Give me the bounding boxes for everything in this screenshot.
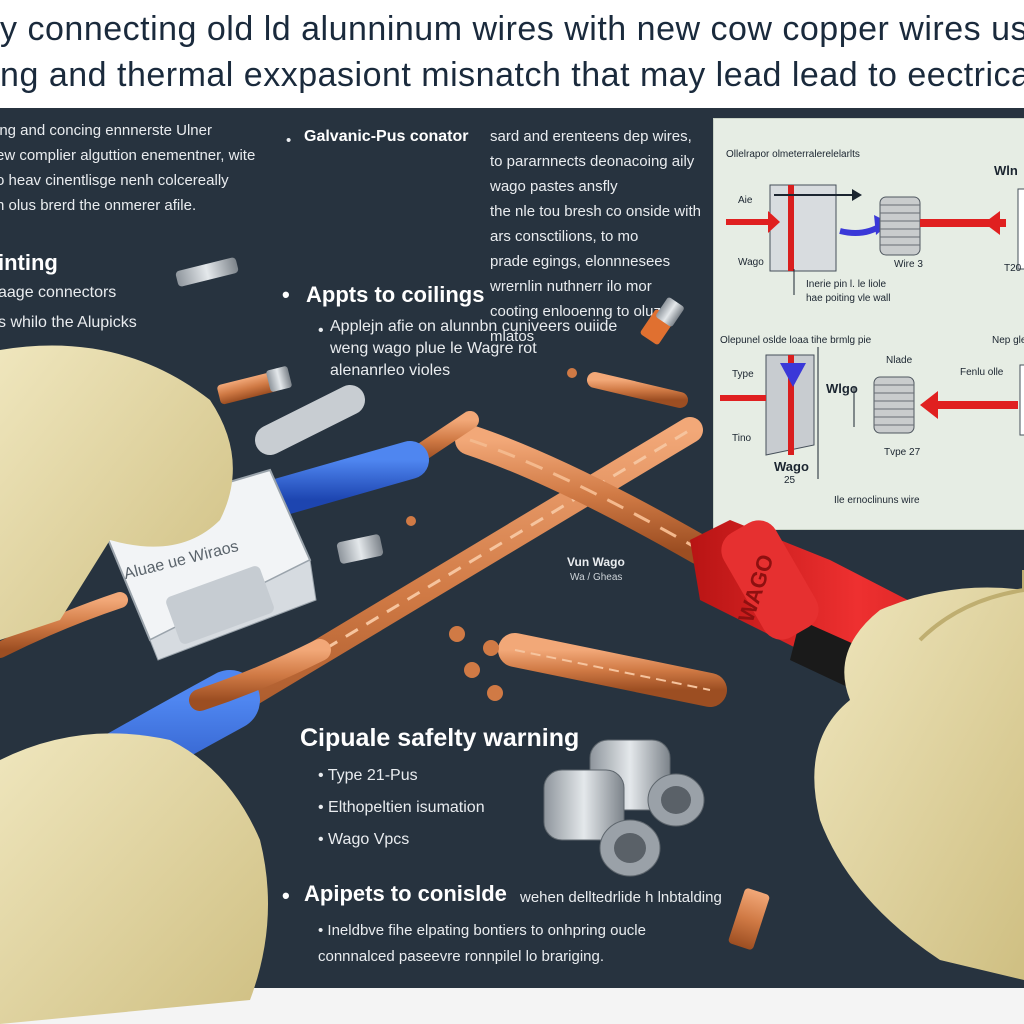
diagram-mid-right: Nep gle xyxy=(992,335,1024,346)
diagram-label-fentu: Fenlu olle xyxy=(960,367,1004,378)
diagram-block-a xyxy=(769,184,837,272)
diagram-label-25: 25 xyxy=(784,475,796,486)
headline-line-2: ing and thermal exxpasiont misnatch that… xyxy=(0,56,1024,94)
diagram-label-right: T20 xyxy=(1004,263,1022,274)
diagram-mid-caption: Olepunel oslde loaa tihe brmlg pie xyxy=(720,335,872,346)
diagram-coil-b-lines xyxy=(874,384,914,426)
warning-item-2-label: Elthopeltien isumation xyxy=(328,799,485,816)
section1-text: sard and erenteens dep wires, to pararnn… xyxy=(490,128,701,345)
consider-text: • Ineldbve fihe elpating bontiers to onh… xyxy=(318,922,646,965)
diagram-red-bar-a xyxy=(920,219,1006,227)
left-line-1: aage connectors xyxy=(0,284,117,301)
diagram-red-arrow-a xyxy=(726,219,772,225)
warning-item-3: • Wago Vpcs xyxy=(318,831,410,848)
diagram-arrow-top-head xyxy=(852,189,862,201)
section2-title: Appts to coilings xyxy=(306,282,485,307)
bullet-dot: • xyxy=(286,132,292,149)
diagram-note-b: hae poiting vle wall xyxy=(806,293,891,304)
warning-item-3-label: Wago Vpcs xyxy=(328,831,410,848)
warning-title: Cipuale safelty warning xyxy=(300,724,580,752)
diagram-label-tno: Tino xyxy=(732,433,752,444)
diagram-coil-a xyxy=(879,196,921,256)
section1-title: Galvanic-Pus conator xyxy=(304,128,469,145)
diagram-right-block-a xyxy=(1017,188,1024,270)
consider-title-tail: wehen delltedrlide h lnbtalding xyxy=(520,889,722,906)
consider-bullet: • xyxy=(282,883,290,908)
diagram-red-arrow-c xyxy=(720,395,766,401)
left-paragraph: ing and concing ennnerste Ulner ew compl… xyxy=(0,122,256,214)
bottom-strip xyxy=(0,988,1024,1024)
section2-bullet: • xyxy=(282,282,290,307)
diagram-red-arrow-d-head xyxy=(920,391,938,419)
connection-diagram: Ollelrapor olmeterralerelelarlts Wln Aie… xyxy=(713,118,1024,530)
left-line-2: s whilo the Alupicks xyxy=(0,314,137,331)
warning-item-2: • Elthopeltien isumation xyxy=(318,799,485,816)
diagram-label-wago: Wago xyxy=(738,257,764,268)
headline-line-1: ly connecting old ld alunninum wires wit… xyxy=(0,10,1024,48)
diagram-blue-marker xyxy=(780,363,806,387)
diagram-red-strip-b xyxy=(788,355,794,455)
diagram-right-block-b xyxy=(1019,364,1024,436)
section2-text: Applejn afie on alunnbn cuniveers ouiide… xyxy=(330,318,618,379)
diagram-label-type: Type xyxy=(732,369,754,380)
diagram-label-tvg: Tvpe 27 xyxy=(884,447,921,458)
consider-text-body: Ineldbve fihe elpating bontiers to onhpr… xyxy=(318,922,646,965)
diagram-red-strip-a xyxy=(788,185,794,271)
diagram-graphic xyxy=(720,184,1024,479)
diagram-red-arrow-b-head xyxy=(984,211,1000,235)
diagram-coil-a-lines xyxy=(880,204,920,246)
diagram-bottom-caption: Ile ernoclinuns wire xyxy=(834,495,920,506)
diagram-label-nlade: Nlade xyxy=(886,355,913,366)
diagram-note-a: Inerie pin l. le liole xyxy=(806,279,887,290)
diagram-label-wgo: Wlgo xyxy=(826,381,858,396)
diagram-coil-b xyxy=(873,376,915,434)
diagram-label-wire-b: Wire 3 xyxy=(894,259,923,270)
diagram-top-right: Wln xyxy=(994,163,1018,178)
consider-title: Apipets to conislde xyxy=(304,881,507,906)
diagram-label-a: Aie xyxy=(738,195,753,206)
warning-item-1: • Type 21-Pus xyxy=(318,767,418,784)
warning-item-1-label: Type 21-Pus xyxy=(327,767,418,784)
diagram-red-arrow-a-head xyxy=(768,211,780,233)
diagram-red-bar-b xyxy=(928,401,1018,409)
headline-banner: ly connecting old ld alunninum wires wit… xyxy=(0,0,1024,108)
diagram-label-wago2: Wago xyxy=(774,459,809,474)
section2-bullet-small: • xyxy=(318,322,324,339)
diagram-top-caption: Ollelrapor olmeterralerelelarlts xyxy=(726,149,860,160)
left-heading: inting xyxy=(0,250,58,275)
